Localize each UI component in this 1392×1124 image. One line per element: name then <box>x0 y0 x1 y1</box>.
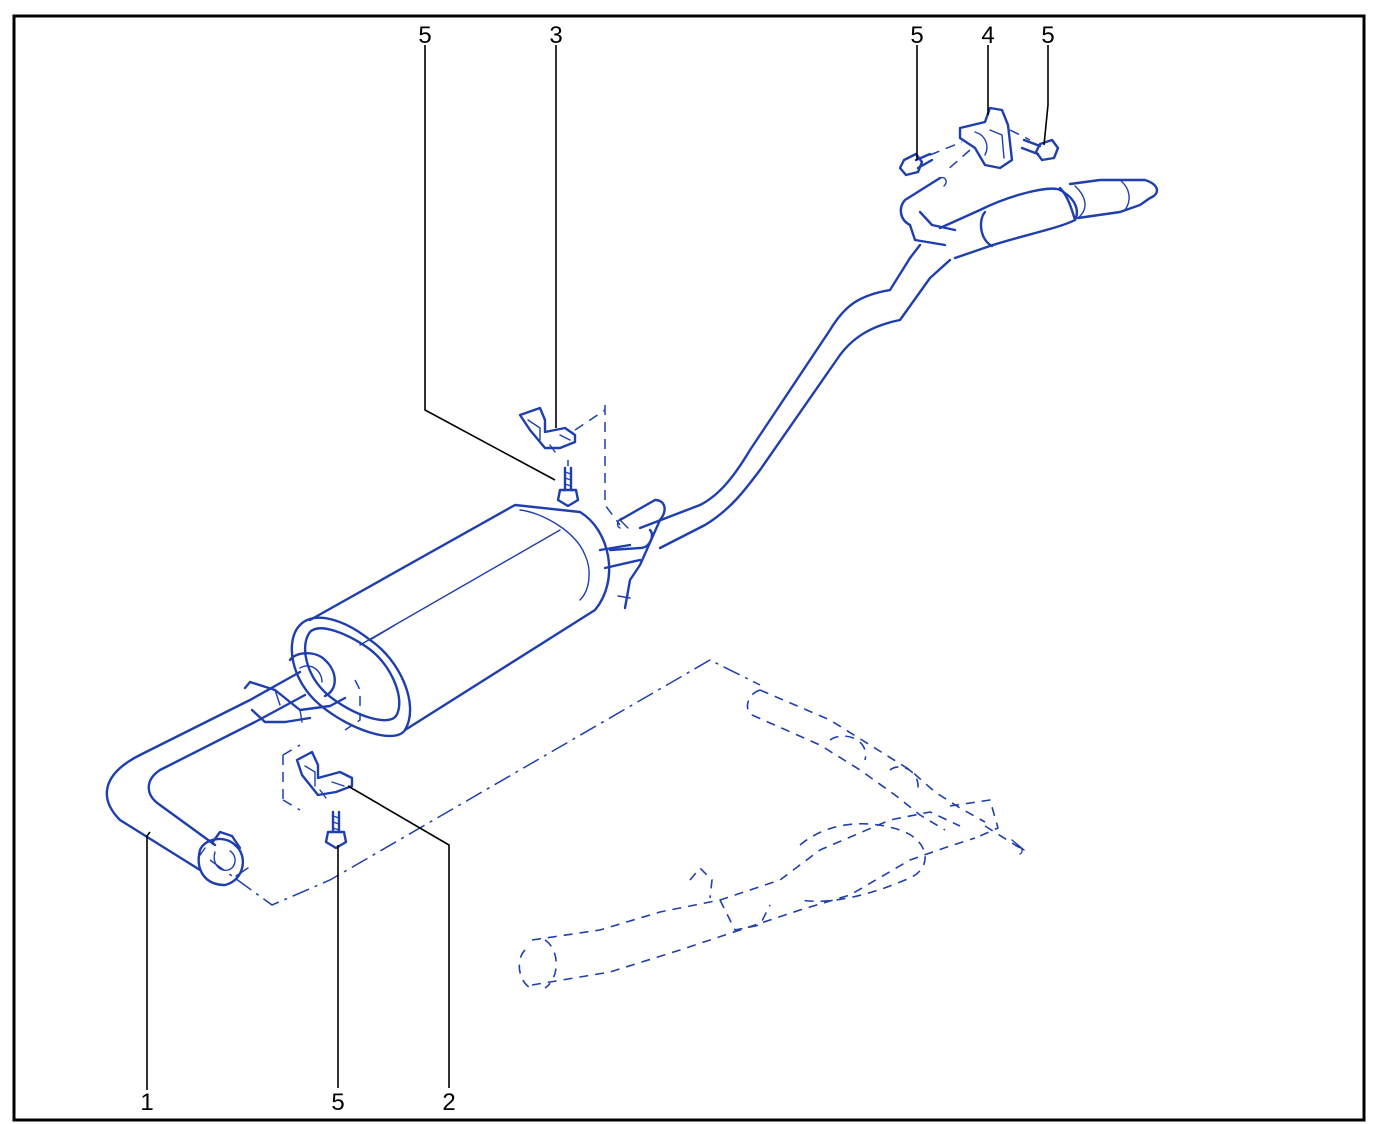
muffler <box>288 503 642 738</box>
inlet-hanger-rod <box>243 680 347 724</box>
leader-5-top-right <box>1043 45 1049 146</box>
callout-5-bottom: 5 <box>331 1089 344 1116</box>
callout-5-top-mid: 5 <box>910 22 923 49</box>
inlet-pipe <box>105 670 307 887</box>
rear-silencer <box>938 178 1159 260</box>
outlet-hanger-rod <box>608 498 666 610</box>
front-pipe-ghost <box>518 689 1025 991</box>
rear-hanger-rod <box>899 176 957 247</box>
hanger-bracket-2 <box>282 679 361 850</box>
leader-5-top-left <box>424 45 556 481</box>
alignment-line <box>209 659 761 906</box>
diagram-frame <box>12 14 1366 1122</box>
callout-4: 4 <box>981 22 994 49</box>
callout-5-top-left: 5 <box>418 22 431 49</box>
leader-2 <box>347 785 450 1088</box>
callout-5-top-right: 5 <box>1041 22 1054 49</box>
hanger-bracket-3 <box>518 405 621 526</box>
tail-pipe <box>638 243 952 550</box>
callout-3: 3 <box>549 22 562 49</box>
leader-1-tip <box>146 831 151 837</box>
callout-1: 1 <box>140 1089 153 1116</box>
callout-2: 2 <box>442 1089 455 1116</box>
